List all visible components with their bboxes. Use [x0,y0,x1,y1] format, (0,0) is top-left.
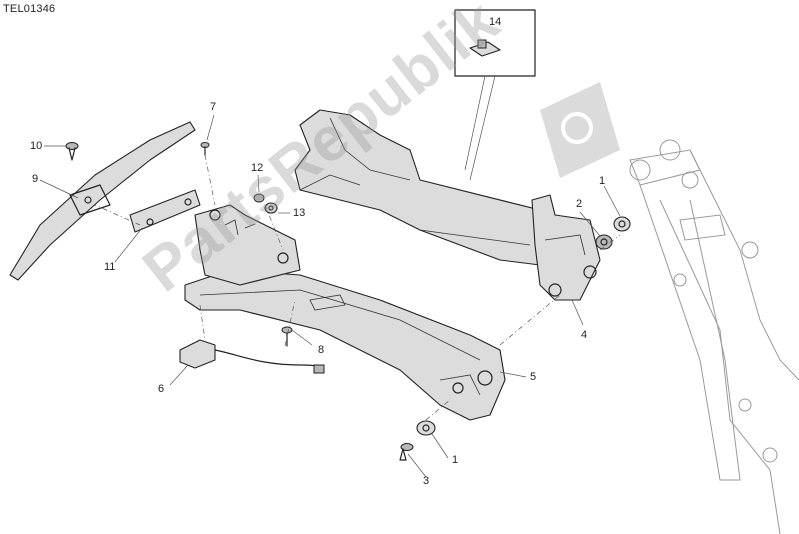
diagram-code: TEL01346 [3,3,56,15]
callout-4: 4 [581,329,588,341]
callout-13: 13 [293,207,306,219]
callout-6: 6 [158,383,165,395]
part-13-spacer [264,202,278,214]
part-5-holder-arm [184,269,506,421]
callout-leaders [39,114,621,478]
callout-9: 9 [32,173,39,185]
callout-10: 10 [30,140,43,152]
callout-1-upper: 1 [599,175,606,187]
callout-8: 8 [318,344,325,356]
part-4-bracket [531,194,601,301]
rear-subframe [629,139,799,534]
part-10-screw [65,142,79,161]
callout-11: 11 [104,261,116,273]
part-12-nut [253,193,265,203]
assembly-alignment-lines [94,154,621,421]
callout-2: 2 [576,198,583,210]
part-7-screw [200,142,210,156]
part-11-reflector [129,189,201,233]
watermark-gear-icon [540,82,620,178]
callout-3: 3 [423,475,430,487]
callout-12: 12 [251,162,264,174]
part-2-bushing [595,234,613,250]
callout-7: 7 [210,101,217,113]
part-6-plate-light [179,339,325,374]
part-1-grommet-lower [416,420,436,436]
detail-box-part-14 [454,9,536,181]
part-9-plate-mount [9,121,196,281]
part-1-grommet-upper [613,216,631,232]
part-8-bolt [281,326,293,347]
callout-1-lower: 1 [452,454,459,466]
part-3-screw [399,443,414,461]
plate-support-bracket [194,204,301,286]
callout-14: 14 [489,16,502,28]
callout-5: 5 [530,371,537,383]
